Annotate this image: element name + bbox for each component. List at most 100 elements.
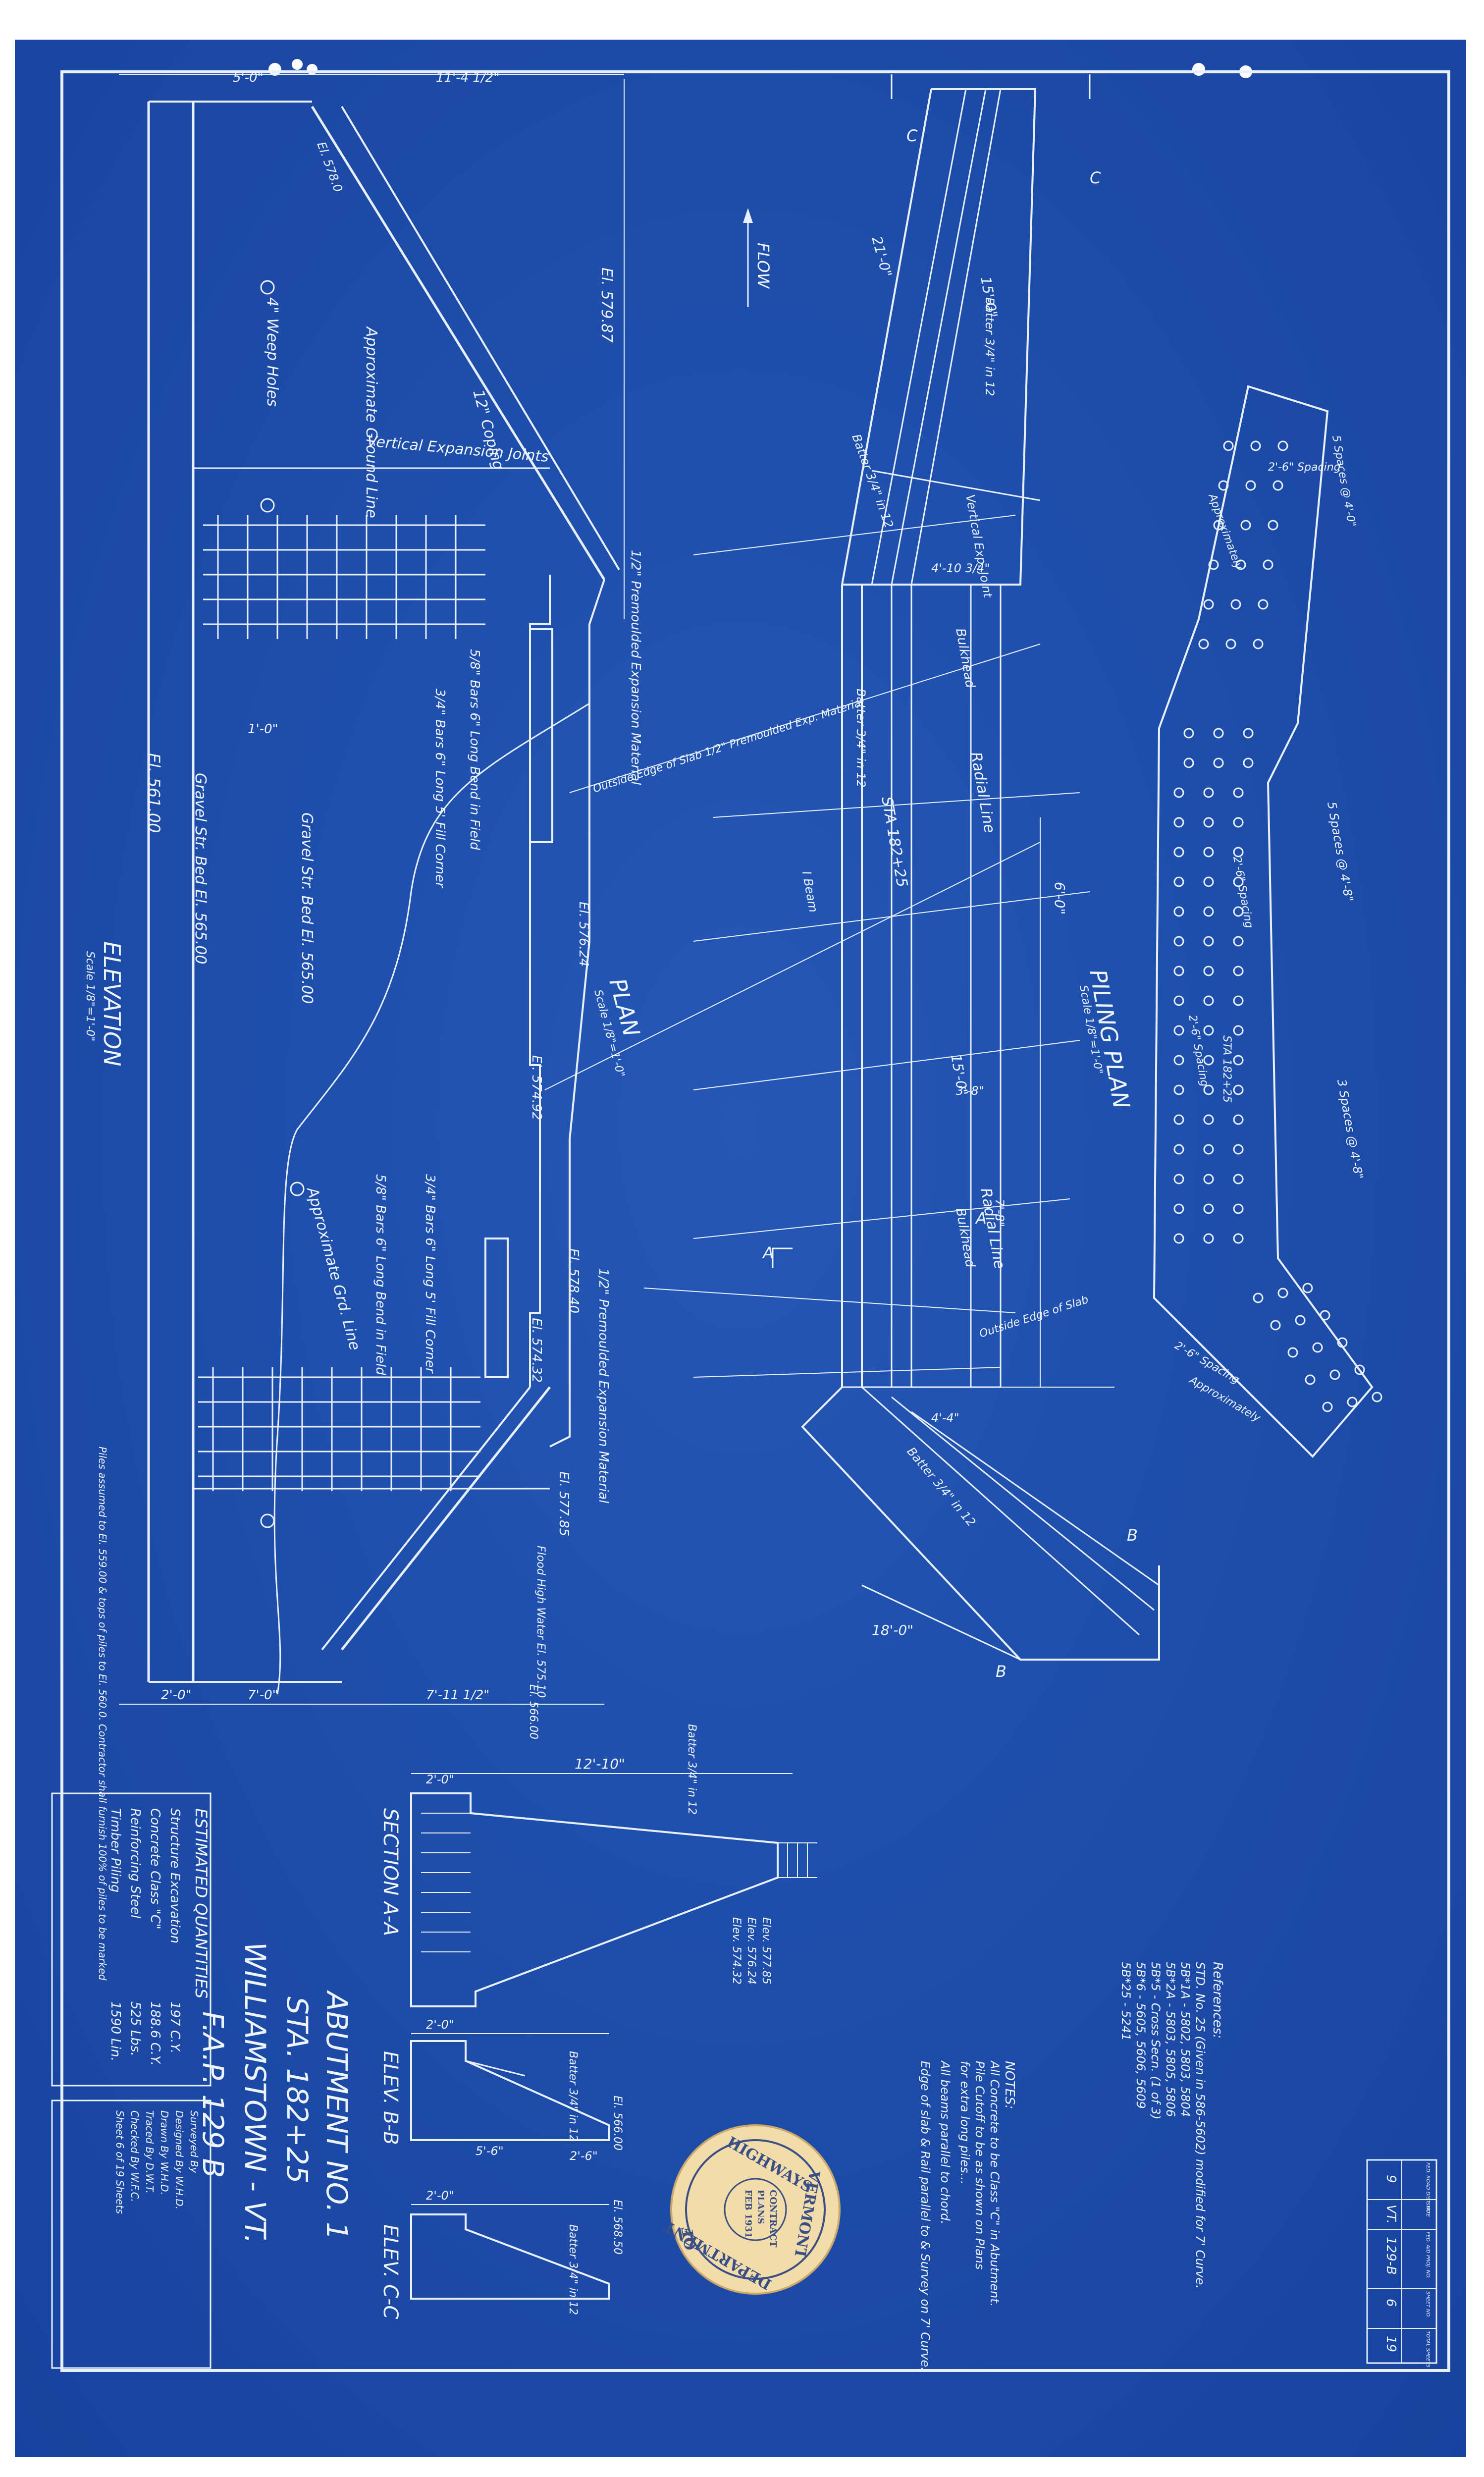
pile-marker: [1233, 876, 1244, 887]
weep-holes-label: 4" Weep Holes: [264, 297, 281, 407]
el-577-label: El. 577.85: [556, 1471, 571, 1536]
seal-center-2: PLANS: [755, 2190, 766, 2224]
dim-1-0: 1'-0": [248, 722, 278, 737]
pile-marker: [1203, 787, 1214, 798]
pile-marker: [1233, 1233, 1244, 1244]
signoff-row-1: Surveyed By: [188, 2110, 200, 2174]
seal-center-1: FEB 1931: [743, 2190, 753, 2238]
notes-title: NOTES:: [1002, 2061, 1017, 2109]
pile-marker: [1233, 1174, 1244, 1185]
gravel-bed-label-2: Gravel Str. Bed El. 565.00: [298, 812, 316, 1004]
note-line-3: for extra long piles...: [958, 2061, 972, 2184]
el-576-label: El. 576.24: [576, 902, 591, 967]
section-a2-marker: A: [975, 1209, 987, 1228]
pile-marker: [1245, 480, 1256, 491]
pile-marker: [1173, 1203, 1184, 1214]
pile-marker: [1233, 936, 1244, 947]
dim-top-5: 5'-0": [233, 70, 264, 85]
batter-wall: Batter 3/4" in 12: [854, 689, 868, 788]
pile-marker: [1233, 1055, 1244, 1066]
pile-marker: [1250, 440, 1261, 451]
dim-3-8: 3'-8": [956, 1084, 984, 1098]
pile-marker: [1233, 966, 1244, 976]
signoff-row-4: Traced By D.W.T.: [144, 2110, 156, 2194]
section-dim-2-0a: 2'-0": [426, 1773, 454, 1786]
signoff-box: Surveyed By Designed By W.H.D. Drawn By …: [51, 2100, 212, 2369]
section-el-568: El. 568.50: [611, 2200, 624, 2255]
pile-marker: [1198, 639, 1209, 649]
section-aa-title: SECTION A-A: [379, 1808, 402, 1936]
pile-marker: [1173, 847, 1184, 858]
pile-marker: [1173, 936, 1184, 947]
qty-item-4: Timber Piling: [108, 1808, 123, 1892]
pile-marker: [1173, 995, 1184, 1006]
signoff-row-5: Checked By W.F.C.: [129, 2110, 141, 2202]
quantities-table: ESTIMATED QUANTITIES Structure Excavatio…: [51, 1792, 212, 2087]
pile-marker: [1233, 906, 1244, 917]
section-c2-marker: C: [1090, 168, 1101, 187]
corner-box: FED. ROAD DIST. NO. STATE FED. AID PROJ.…: [1366, 2159, 1437, 2368]
pile-marker: [1173, 787, 1184, 798]
pile-marker: [1354, 1364, 1365, 1375]
plan-view: [544, 74, 1160, 1661]
pile-marker: [1277, 440, 1288, 451]
punch-hole: [1192, 63, 1205, 76]
qty-val-4: 1590 Lin.: [108, 2001, 123, 2061]
pile-marker: [1258, 599, 1269, 610]
elev-cc-title: ELEV. C-C: [379, 2224, 402, 2319]
bars-top-label: 5/8" Bars 6" Long Bend in Field: [467, 649, 482, 850]
pile-marker: [1233, 1114, 1244, 1125]
pile-marker: [1270, 1320, 1281, 1331]
pile-marker: [1233, 1144, 1244, 1155]
corner-header-5: TOTAL SHEETS: [1425, 2331, 1431, 2368]
section-batter-c: Batter 3/4" in 12: [567, 2224, 579, 2315]
section-dim-12-10: 12'-10": [575, 1756, 625, 1772]
bars-top-label-2: 3/4" Bars 6" Long 5' Fill Corner: [432, 689, 447, 889]
pile-marker: [1203, 906, 1214, 917]
el-574-label: El. 574.92: [529, 1055, 544, 1120]
reference-line-3: 5B*2A - 5803, 5805, 5806: [1164, 1962, 1177, 2117]
seal-left: OF: [679, 2225, 700, 2252]
reference-line-1: STD. No. 25 (Given in 586-5602) modified…: [1193, 1962, 1207, 2289]
pile-marker: [1329, 1369, 1340, 1380]
pile-marker: [1203, 1144, 1214, 1155]
pile-marker: [1302, 1283, 1313, 1293]
elevation-scale: Scale 1/8"=1'-0": [84, 951, 96, 1041]
pile-marker: [1203, 1174, 1214, 1185]
reference-line-6: 5B*25 - 5241: [1119, 1962, 1133, 2041]
flood-water-label: Flood High Water El. 575.10: [534, 1546, 547, 1698]
blueprint-paper: [15, 40, 1466, 2457]
pile-marker: [1203, 1084, 1214, 1095]
pile-marker: [1233, 787, 1244, 798]
pile-marker: [1173, 1055, 1184, 1066]
pile-marker: [1203, 1114, 1214, 1125]
pile-marker: [1322, 1401, 1333, 1412]
pile-marker: [1203, 1233, 1214, 1244]
section-batter-b: Batter 3/4" in 12: [567, 2051, 579, 2142]
el-578-label: El. 578.40: [566, 1248, 581, 1313]
qty-val-1: 197 C.Y.: [167, 2001, 182, 2053]
elevation-labels: ELEVATION Scale 1/8"=1'-0" El. 561.00 Gr…: [84, 70, 643, 1981]
dim-7-11: 7'-11 1/2": [426, 1688, 489, 1703]
dim-18: 18'-0": [872, 1622, 913, 1638]
section-dim-2-6: 2'-6": [570, 2149, 598, 2163]
pile-marker: [1233, 995, 1244, 1006]
title-line-4: F.A.P. 129 B: [196, 2011, 230, 2178]
section-batter-a: Batter 3/4" in 12: [686, 1724, 698, 1815]
department-seal: HIGHWAYS VERMONT DEPARTMENT OF FEB 1931 …: [661, 2124, 841, 2295]
pile-marker: [1305, 1374, 1316, 1385]
reference-line-5: 5B*6 - 5605, 5606, 5609: [1134, 1962, 1148, 2109]
pile-marker: [1213, 728, 1224, 739]
pile-marker: [1173, 1233, 1184, 1244]
section-dim-5-6: 5'-6": [476, 2144, 504, 2158]
signoff-row-6: Sheet 6 of 19 Sheets: [114, 2110, 126, 2214]
pile-marker: [1233, 1203, 1244, 1214]
qty-item-3: Reinforcing Steel: [128, 1808, 143, 1919]
qty-item-1: Structure Excavation: [167, 1808, 182, 1943]
pile-marker: [1372, 1392, 1382, 1402]
title-block: ABUTMENT NO. 1 STA. 182+25 WILLIAMSTOWN …: [196, 1942, 354, 2244]
bars-bottom-label: 3/4" Bars 6" Long 5' Fill Corner: [423, 1174, 437, 1374]
quantities-title: ESTIMATED QUANTITIES: [192, 1808, 211, 1998]
section-el-566: El. 566.00: [611, 2096, 624, 2151]
pile-marker: [1203, 936, 1214, 947]
